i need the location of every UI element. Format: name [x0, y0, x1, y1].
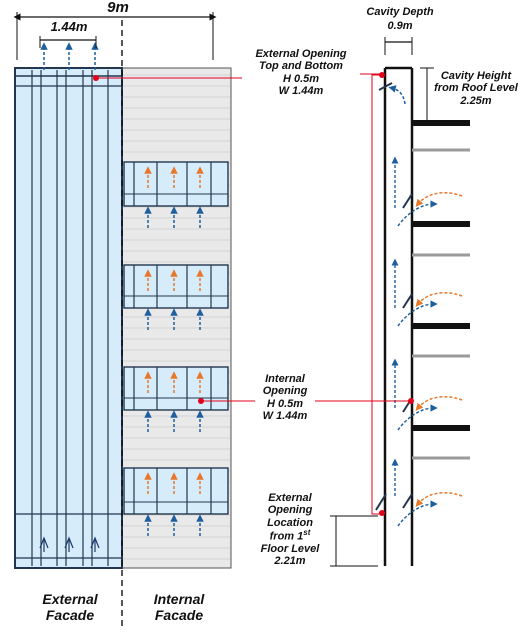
- bottom-opening-flap: [375, 493, 387, 511]
- floor-level-line: [412, 354, 470, 358]
- orange-room-flow: [415, 291, 463, 307]
- external-location-line3: Location: [267, 516, 313, 529]
- cavity-exhaust-flow: [388, 85, 406, 105]
- internal-opening-flap: [402, 493, 413, 509]
- cavity-height-line2: from Roof Level: [434, 82, 518, 95]
- internal-facade-line1: Internal: [153, 591, 205, 607]
- cavity-depth-title: Cavity Depth: [366, 6, 434, 18]
- orange-room-flow: [415, 395, 463, 411]
- cavity-depth-value: 0.9m: [387, 20, 413, 32]
- external-location-from: from 1: [269, 530, 304, 543]
- top-opening-flap: [378, 82, 393, 91]
- external-facade-line1: External: [42, 591, 98, 607]
- orange-room-flow: [415, 491, 463, 507]
- internal-opening-line3: H 0.5m: [266, 397, 304, 410]
- external-facade: [14, 42, 123, 569]
- external-location-superscript: st: [303, 527, 311, 537]
- overall-width-label: 9m: [107, 0, 129, 16]
- internal-facade-line2: Facade: [154, 606, 204, 623]
- intake-arrow: [39, 536, 49, 549]
- internal-facade-label: Internal Facade: [134, 591, 224, 623]
- external-facade-line2: Facade: [45, 606, 95, 623]
- floor-slab: [412, 425, 470, 431]
- external-location-label: External Opening Location from 1st Floor…: [250, 492, 330, 568]
- internal-opening-line2: Opening: [262, 385, 308, 398]
- external-location-line6: 2.21m: [274, 555, 306, 568]
- cavity-height-value: 2.25m: [460, 94, 492, 107]
- floor-slab: [412, 221, 470, 227]
- internal-opening-line1: Internal: [265, 373, 305, 385]
- external-location-line4: from 1st: [250, 527, 330, 543]
- internal-opening-flap: [402, 193, 413, 209]
- external-location-line2: Opening: [267, 504, 313, 517]
- orange-room-flow: [415, 191, 463, 207]
- external-opening-label: External Opening Top and Bottom H 0.5m W…: [242, 48, 360, 98]
- external-opening-line1: External Opening: [255, 48, 347, 60]
- blue-room-flow: [397, 300, 438, 327]
- floor-level-line: [412, 253, 470, 257]
- dimension-panel-width: [39, 36, 97, 48]
- cavity-height-label: Cavity Height from Roof Level 2.25m: [428, 70, 524, 107]
- cavity-height-line1: Cavity Height: [440, 70, 512, 82]
- external-facade-label: External Facade: [25, 591, 115, 623]
- floor-level-line: [412, 148, 470, 152]
- internal-window-3: [123, 366, 229, 411]
- dimension-cavity-depth: [384, 37, 413, 55]
- intake-arrow: [64, 536, 74, 549]
- blue-room-flow: [397, 200, 438, 227]
- internal-facade: [121, 67, 232, 569]
- blue-room-flow: [397, 500, 438, 527]
- internal-window-2: [123, 264, 229, 309]
- floor-level-line: [412, 456, 470, 460]
- external-location-line1: External: [268, 492, 312, 504]
- internal-window-1: [123, 161, 229, 207]
- callout-external-opening-bottom: [371, 74, 385, 516]
- blue-room-flow: [397, 404, 438, 431]
- intake-arrow: [90, 536, 100, 549]
- section-view: [375, 66, 470, 566]
- external-opening-line3: H 0.5m: [282, 72, 320, 85]
- dimension-cavity-height: [420, 67, 434, 123]
- dimension-overall-width: [13, 12, 217, 60]
- dimension-location-from-floor: [330, 515, 378, 567]
- external-opening-line2: Top and Bottom: [259, 60, 343, 73]
- internal-opening-flap: [402, 293, 413, 309]
- internal-opening-label: Internal Opening H 0.5m W 1.44m: [255, 373, 315, 423]
- external-location-line5: Floor Level: [260, 542, 320, 555]
- internal-window-4: [123, 467, 229, 515]
- internal-opening-line4: W 1.44m: [262, 409, 308, 422]
- floor-slab: [412, 323, 470, 329]
- floor-slab: [412, 120, 470, 126]
- panel-width-label: 1.44m: [50, 19, 88, 34]
- external-opening-line4: W 1.44m: [278, 84, 324, 97]
